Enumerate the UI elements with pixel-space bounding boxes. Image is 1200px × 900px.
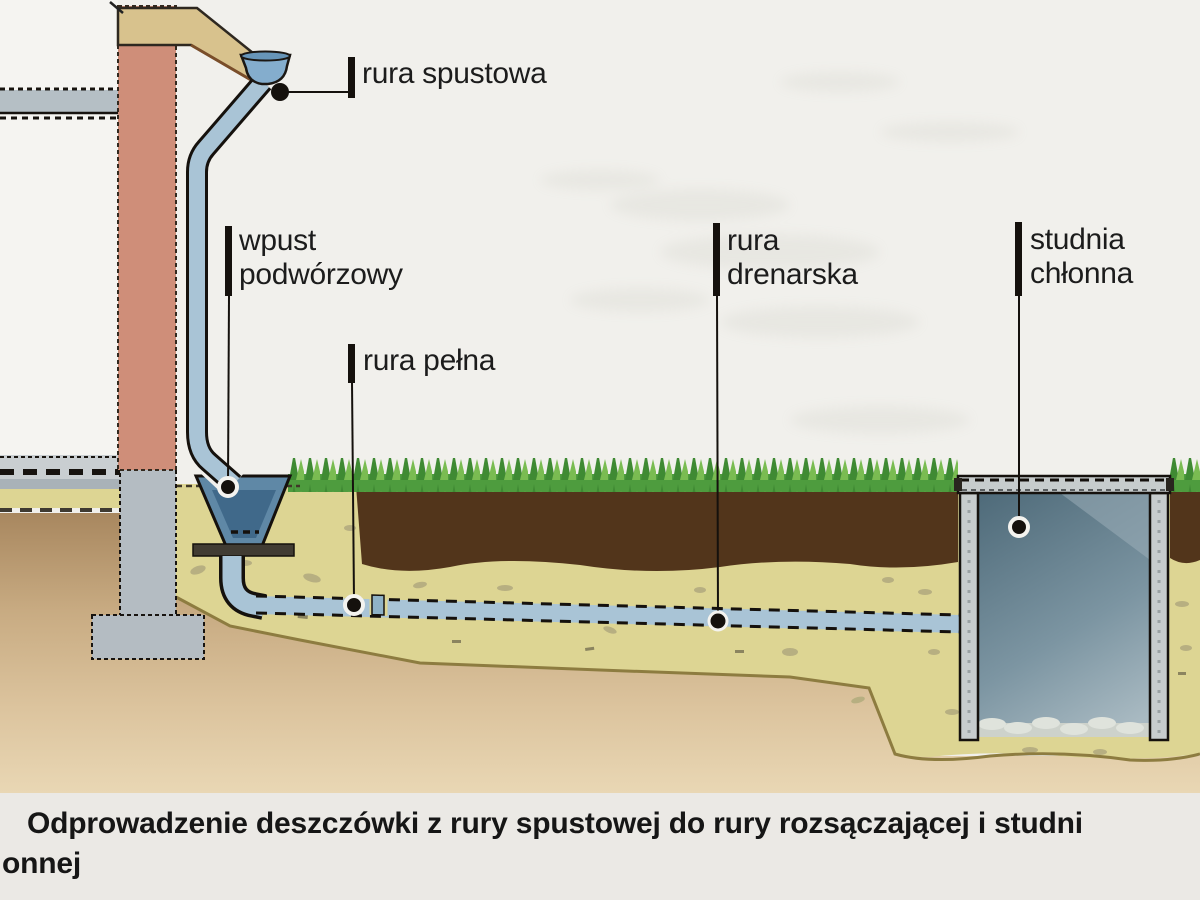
- tick-rura-pelna: [348, 344, 355, 383]
- exterior-wall: [117, 5, 177, 471]
- ceiling-slab: [0, 90, 118, 114]
- dot-rura-drenarska: [707, 610, 729, 632]
- downspout-pipe: [189, 76, 270, 491]
- tick-studnia: [1015, 222, 1022, 296]
- inlet-elbow-pipe: [222, 556, 266, 617]
- figure-caption: Odprowadzenie deszczówki z rury spustowe…: [0, 793, 1200, 900]
- caption-line-1: Odprowadzenie deszczówki z rury spustowe…: [27, 807, 1083, 840]
- topsoil-layer: [356, 486, 958, 572]
- label-rura-drenarska: rura drenarska: [727, 224, 858, 291]
- caption-line-2: onnej: [2, 847, 81, 880]
- drain-pipe-perforation-bottom: [255, 611, 961, 634]
- dot-studnia: [1008, 516, 1030, 538]
- pipe-coupling: [371, 594, 385, 616]
- dot-rura-spustowa: [271, 83, 289, 101]
- tick-rura-drenarska: [713, 223, 720, 296]
- label-studnia-chlonna: studnia chłonna: [1030, 223, 1133, 290]
- floor-layers: [0, 455, 120, 512]
- leader-rura-drenarska: [716, 295, 719, 617]
- label-ticks: [225, 57, 1022, 383]
- dot-wpust: [217, 476, 239, 498]
- roof-corner-tick: [109, 1, 124, 14]
- well-rim-end-left: [954, 478, 962, 491]
- label-rura-pelna: rura pełna: [363, 344, 496, 377]
- foundation-wall: [119, 469, 177, 618]
- leader-wpust: [227, 295, 230, 485]
- leader-lines: [227, 91, 1020, 617]
- label-rura-spustowa: rura spustowa: [362, 57, 547, 90]
- buried-pipe-run: [256, 596, 960, 633]
- yard-inlet-flange: [192, 543, 295, 557]
- gutter-outlet-rim: [240, 50, 291, 62]
- foundation-footing: [91, 614, 205, 660]
- grass-tufts: [288, 458, 958, 492]
- tick-wpust: [225, 226, 232, 296]
- well-gravel-bottom: [978, 717, 1150, 737]
- subsoil: [0, 513, 1200, 793]
- gutter-outlet: [239, 53, 292, 86]
- roof-edge-line: [190, 43, 252, 82]
- trench-boundary-line: [175, 595, 1200, 762]
- topsoil-layer-right: [1170, 486, 1200, 564]
- drainage-diagram: rura spustowa wpust podwórzowy rura pełn…: [0, 0, 1200, 793]
- label-wpust-podworzowy: wpust podwórzowy: [239, 224, 403, 291]
- well-interior-sheen: [1060, 493, 1150, 560]
- grass-tufts-right: [1170, 458, 1200, 492]
- well-rim-end-right: [1166, 478, 1174, 491]
- tick-rura-spustowa: [348, 57, 355, 98]
- dot-rura-pelna: [343, 594, 365, 616]
- house-interior: [0, 0, 118, 457]
- leader-rura-pelna: [351, 381, 355, 601]
- drainage-diagram-art: [0, 0, 1200, 793]
- yard-inlet-water: [212, 490, 276, 538]
- leader-dots: [217, 83, 1030, 632]
